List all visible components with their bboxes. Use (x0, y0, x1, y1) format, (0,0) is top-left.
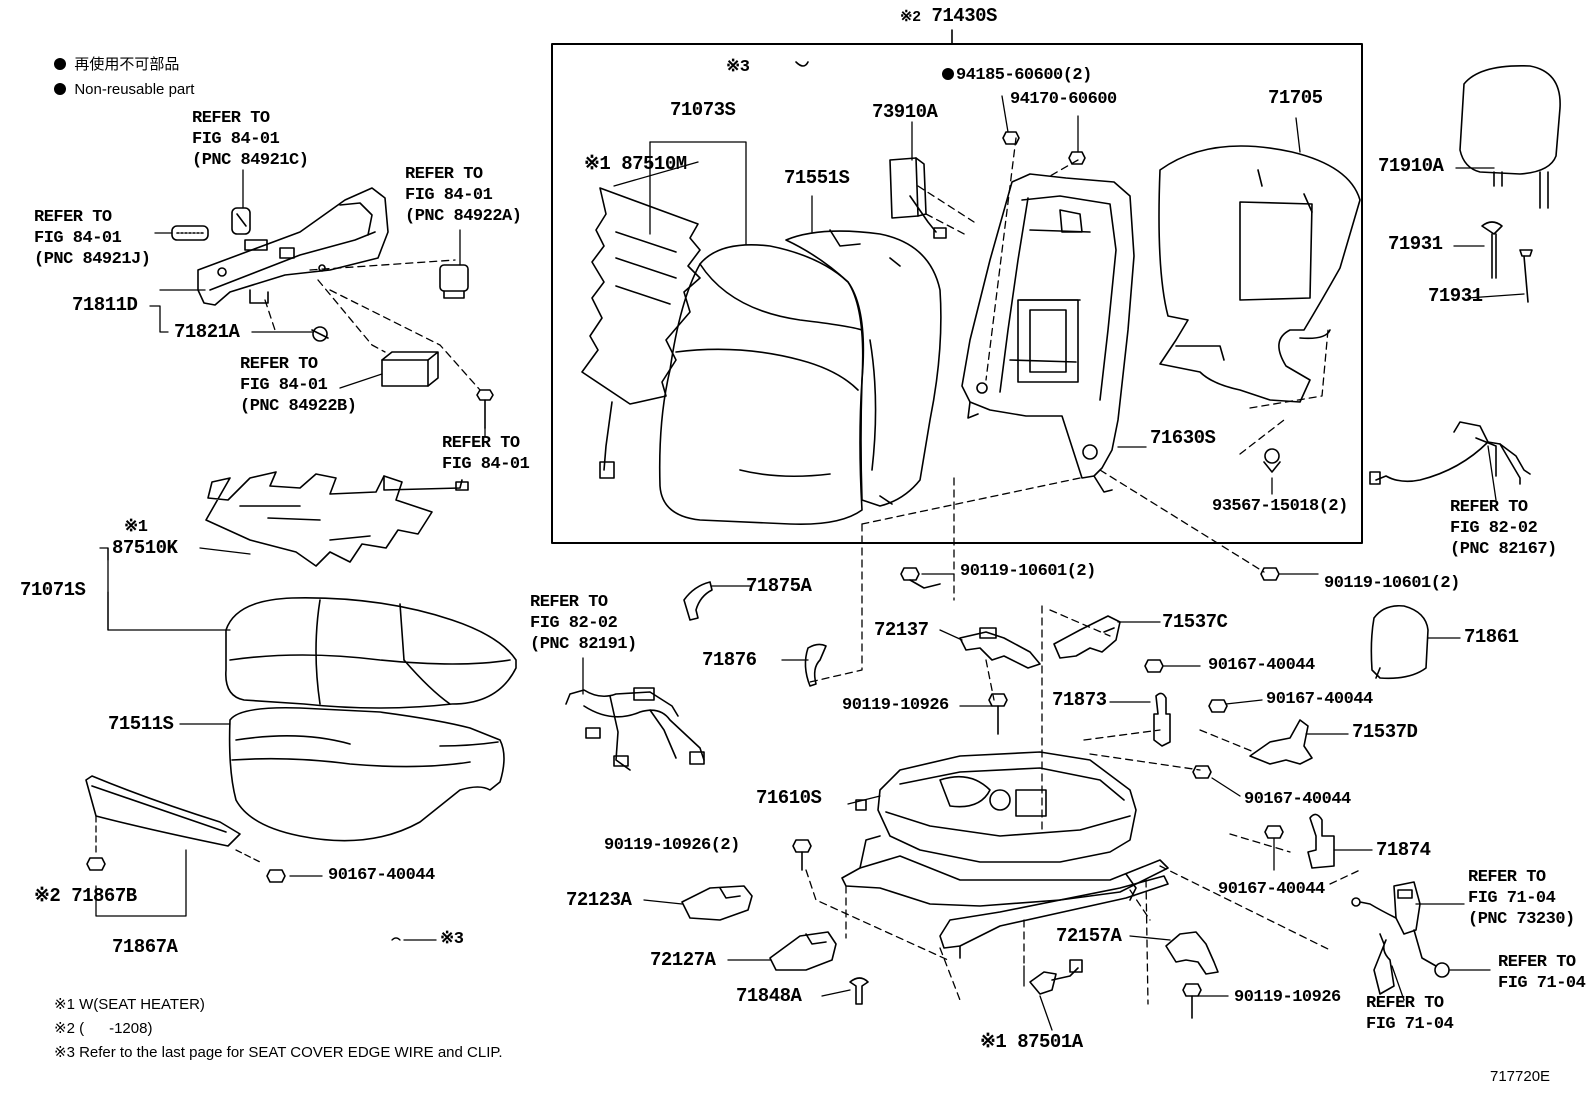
part-71861[interactable]: 71861 (1464, 626, 1519, 648)
part-71705[interactable]: 71705 (1268, 87, 1323, 109)
ref-82191[interactable]: REFER TO FIG 82-02 (PNC 82191) (530, 593, 637, 654)
part-94185[interactable]: 94185-60600(2) (942, 66, 1092, 86)
module-73910a-drawing (889, 121, 947, 239)
seat-heater-back-drawing (581, 187, 701, 479)
part-71874[interactable]: 71874 (1376, 839, 1431, 861)
ref-84922b[interactable]: REFER TO FIG 84-01 (PNC 84922B) (240, 355, 357, 416)
part-71910a[interactable]: 71910A (1378, 155, 1444, 177)
part-71873[interactable]: 71873 (1052, 689, 1107, 711)
ref-84921j[interactable]: REFER TO FIG 84-01 (PNC 84921J) (34, 208, 151, 269)
part-90119-10926-b[interactable]: 90119-10926(2) (604, 836, 740, 855)
part-72157a[interactable]: 72157A (1056, 925, 1122, 947)
part-71610s[interactable]: 71610S (756, 787, 822, 809)
part-71551s[interactable]: 71551S (784, 167, 850, 189)
part-73910a[interactable]: 73910A (872, 101, 938, 123)
seat-belt-buckle-drawing (1351, 881, 1491, 1001)
part-90167-e[interactable]: 90167-40044 (1218, 880, 1325, 899)
part-71821a[interactable]: 71821A (174, 321, 240, 343)
legend-en: Non-reusable part (46, 63, 194, 99)
footnote-1: ※1 W(SEAT HEATER) (54, 996, 205, 1013)
ref-71-04-right[interactable]: REFER TO FIG 71-04 (1498, 953, 1586, 993)
footnote-2: ※2 ( -1208) (54, 1020, 153, 1037)
part-93567[interactable]: 93567-15018(2) (1212, 497, 1348, 516)
ref-73230[interactable]: REFER TO FIG 71-04 (PNC 73230) (1468, 868, 1575, 929)
part-90167-c[interactable]: 90167-40044 (1266, 690, 1373, 709)
part-90119-10601-b[interactable]: 90119-10601(2) (1324, 574, 1460, 593)
part-71867a[interactable]: 71867A (112, 936, 178, 958)
seat-track-drawing (841, 751, 1169, 959)
seatback-cover-drawing (658, 244, 865, 526)
seatback-pad-drawing (785, 229, 942, 507)
part-90167-d[interactable]: 90167-40044 (1244, 790, 1351, 809)
ref-84922a[interactable]: REFER TO FIG 84-01 (PNC 84922A) (405, 165, 522, 226)
part-71537c[interactable]: 71537C (1162, 611, 1228, 633)
part-87510k[interactable]: 87510K (112, 537, 178, 559)
figure-id: 717720E (1490, 1068, 1551, 1085)
non-reusable-dot-icon (54, 58, 67, 70)
part-71811d[interactable]: 71811D (72, 294, 138, 316)
seat-heater-cushion-drawing (205, 471, 469, 567)
cushion-shield-drawing (85, 775, 241, 847)
assembly-mark: ※2 (900, 9, 921, 26)
part-3-top: ※3 (726, 58, 750, 77)
part-3-left: ※3 (440, 930, 464, 949)
part-90119-10926-c[interactable]: 90119-10926 (1234, 988, 1341, 1007)
back-board-drawing (1158, 145, 1361, 403)
part-71867b[interactable]: ※2 71867B (34, 885, 137, 907)
part-71876[interactable]: 71876 (702, 649, 757, 671)
part-71537d[interactable]: 71537D (1352, 721, 1418, 743)
part-71848a[interactable]: 71848A (736, 985, 802, 1007)
part-87510k-mark: ※1 (124, 518, 148, 537)
part-90167-left[interactable]: 90167-40044 (328, 866, 435, 885)
part-90119-10601-a[interactable]: 90119-10601(2) (960, 562, 1096, 581)
legend-jp: 再使用不可部品 (46, 38, 179, 74)
wire-harness-82191-drawing (565, 657, 705, 771)
part-90119-10926-a[interactable]: 90119-10926 (842, 696, 949, 715)
part-87510m[interactable]: ※1 87510M (584, 153, 687, 175)
part-87501a[interactable]: ※1 87501A (980, 1031, 1083, 1053)
part-71875a[interactable]: 71875A (746, 575, 812, 597)
part-72123a[interactable]: 72123A (566, 889, 632, 911)
non-reusable-dot-icon (54, 83, 67, 95)
seatback-frame-drawing (961, 173, 1135, 493)
part-71931-a[interactable]: 71931 (1388, 233, 1443, 255)
ref-71-04-bottom[interactable]: REFER TO FIG 71-04 (1366, 994, 1454, 1034)
seat-cushion-cover-drawing (225, 597, 517, 709)
part-71511s[interactable]: 71511S (108, 713, 174, 735)
part-71073s[interactable]: 71073S (670, 99, 736, 121)
ref-84921c[interactable]: REFER TO FIG 84-01 (PNC 84921C) (192, 109, 309, 170)
seat-cushion-pad-drawing (228, 706, 505, 842)
side-shield-drawing (171, 187, 494, 429)
ref-82167[interactable]: REFER TO FIG 82-02 (PNC 82167) (1450, 498, 1557, 559)
assembly-frame (551, 43, 1363, 544)
cover-71861-drawing (1370, 604, 1461, 680)
wire-harness-82167-drawing (1369, 421, 1531, 501)
assembly-part-label[interactable]: ※2 71430S (900, 5, 997, 27)
part-94170[interactable]: 94170-60600 (1010, 90, 1117, 109)
part-71630s[interactable]: 71630S (1150, 427, 1216, 449)
non-reusable-dot-icon (942, 68, 954, 80)
headrest-drawing (1455, 65, 1561, 209)
part-72127a[interactable]: 72127A (650, 949, 716, 971)
footnote-3: ※3 Refer to the last page for SEAT COVER… (54, 1044, 503, 1061)
part-71931-b[interactable]: 71931 (1428, 285, 1483, 307)
part-90167-b[interactable]: 90167-40044 (1208, 656, 1315, 675)
ref-84-01[interactable]: REFER TO FIG 84-01 (442, 434, 530, 474)
part-72137[interactable]: 72137 (874, 619, 929, 641)
part-71071s[interactable]: 71071S (20, 579, 86, 601)
